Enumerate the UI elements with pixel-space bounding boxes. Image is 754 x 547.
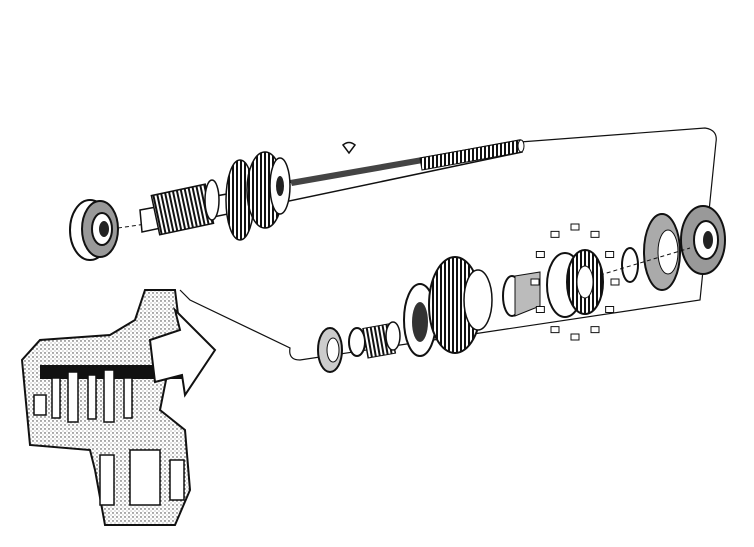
locator-arrow	[148, 306, 217, 398]
left-bearing	[69, 199, 119, 261]
synchro-pin	[570, 333, 580, 341]
synchro-pin	[610, 278, 620, 286]
constant-mesh-gear	[403, 256, 493, 357]
gearbox-locator-inset	[20, 289, 217, 526]
right-bearing	[680, 205, 726, 275]
synchro-pin	[535, 306, 545, 313]
synchro-pin	[550, 230, 560, 238]
small-gear	[150, 179, 220, 236]
cluster-gear	[225, 151, 291, 241]
thrust-washer	[317, 327, 343, 373]
woodruff-key	[341, 141, 357, 155]
needle-bearing	[348, 321, 401, 359]
synchro-pin	[605, 251, 615, 258]
axis-line-right	[599, 247, 691, 276]
synchro-pin	[605, 306, 615, 313]
synchro-pin	[535, 251, 545, 258]
synchro-hub	[546, 249, 604, 318]
bearing-housing	[643, 213, 681, 291]
circlip	[621, 247, 639, 283]
synchro-pin	[530, 278, 540, 286]
synchro-pin	[550, 326, 560, 334]
callout-outline	[179, 127, 717, 361]
synchro-pin	[570, 223, 580, 231]
synchro-pin	[590, 230, 600, 238]
synchro-pins	[530, 223, 620, 341]
synchro-pin	[590, 326, 600, 334]
